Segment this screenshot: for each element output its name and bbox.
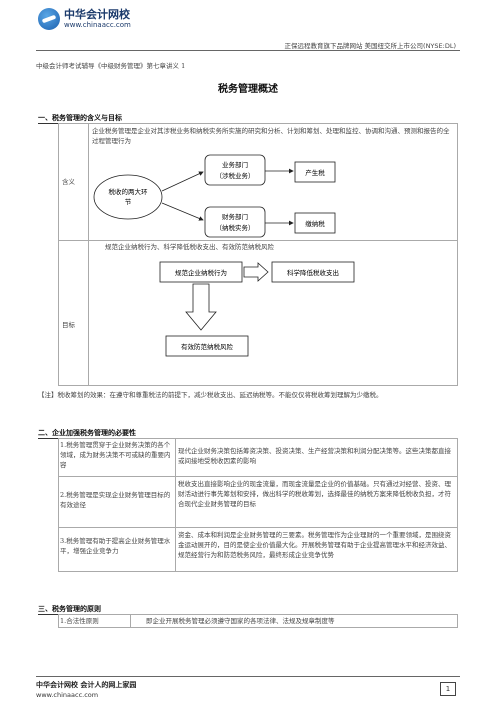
principle-1-text: 即企业开展税务管理必须遵守国家的各项法律、法规及规章制度等 <box>146 617 335 625</box>
page-number: 1 <box>440 682 456 696</box>
section-3-heading: 三、税务管理的原则 <box>38 605 101 613</box>
table-divider <box>58 527 458 528</box>
diagram-arrow <box>161 202 204 221</box>
necessity-1-text: 现代企业财务决策包括筹资决策、投资决策、生产经营决策和利润分配决策等。这些决策都… <box>178 447 451 465</box>
goal-box-reduce <box>271 261 355 283</box>
diagram-business-dept-node <box>204 154 266 186</box>
necessity-2-title: 2.税务管理是实现企业财务管理目标的有效途径 <box>60 491 171 509</box>
table-divider <box>175 438 176 572</box>
table-divider <box>58 476 458 477</box>
footer-url: www.chinaacc.com <box>36 691 99 699</box>
goal-box-reduce-label: 科学降低税收支出 <box>287 268 339 277</box>
footer-brand: 中华会计网校 会计人的网上家园 <box>36 681 137 689</box>
section-1-heading: 一、税务管理的含义与目标 <box>38 114 122 122</box>
necessity-2-text: 税收支出直接影响企业的现金流量，而现金流量是企业的价值基础。只有通过对经营、投资… <box>178 480 451 508</box>
meaning-text: 企业税务管理是企业对其涉税业务和纳税实务所实施的研究和分析、计划和筹划、处理和监… <box>92 127 450 145</box>
necessity-3-title: 3.税务管理有助于提高企业财务管理水平，增强企业竞争力 <box>60 537 171 555</box>
goal-box-regulate-label: 规范企业纳税行为 <box>175 268 227 277</box>
table-divider <box>88 123 89 386</box>
diagram-produce-tax-node <box>294 161 336 183</box>
finance-dept-label: 财务部门 <box>222 212 248 221</box>
goal-arrow-right <box>243 262 269 282</box>
row-label-meaning: 含义 <box>62 178 75 186</box>
row-label-goal: 目标 <box>62 321 75 329</box>
business-dept-sub: （涉税业务） <box>216 171 255 180</box>
necessity-3-text: 资金、成本和利润是企业财务管理的三要素。税务管理作为企业理财的一个重要领域，是围… <box>178 531 451 559</box>
finance-dept-sub: （纳税实务） <box>216 223 255 232</box>
logo-url: www.chinaacc.com <box>64 21 131 29</box>
business-dept-label: 业务部门 <box>222 160 248 169</box>
diagram-arrow <box>161 171 204 192</box>
produce-tax-label: 产生税 <box>305 168 325 177</box>
diagram-root-label: 税收的两大环 <box>109 187 149 196</box>
table-divider <box>130 614 131 628</box>
logo-icon <box>38 8 60 30</box>
section-3-table <box>58 614 458 628</box>
footer-divider <box>36 676 460 677</box>
section-1-table <box>58 123 458 386</box>
page-header: 中华会计网校 www.chinaacc.com 正保远程教育旗下品牌网站 美国纽… <box>0 0 496 56</box>
goal-box-regulate <box>159 261 243 283</box>
goal-arrow-down <box>185 283 217 331</box>
goal-box-prevent <box>165 335 249 357</box>
goal-box-prevent-label: 有效防范纳税风险 <box>181 342 234 351</box>
section-2-heading: 二、企业加强税务管理的必要性 <box>38 429 136 437</box>
principle-1-title: 1.合法性原则 <box>60 617 99 625</box>
necessity-1-title: 1.税务管理贯穿于企业财务决策的各个领域，成为财务决策不可或缺的重要内容 <box>60 441 171 469</box>
diagram-finance-dept-node <box>204 206 266 238</box>
pay-tax-label: 缴纳税 <box>305 219 325 228</box>
goal-text: 规范企业纳税行为、科学降低税收支出、有效防范纳税风险 <box>105 243 274 251</box>
diagram-pay-tax-node <box>294 212 336 234</box>
note-text: 【注】税收筹划的效果：在遵守和尊重税法的前提下，减少税收支出、延迟纳税等。不能仅… <box>38 391 383 399</box>
table-divider <box>58 240 458 241</box>
header-tagline: 正保远程教育旗下品牌网站 美国纽交所上市公司(NYSE:DL) <box>284 42 456 50</box>
page-title: 税务管理概述 <box>218 84 278 95</box>
logo-name: 中华会计网校 <box>64 8 130 21</box>
course-subtitle: 中级会计师考试辅导《中级财务管理》第七章讲义 1 <box>36 62 186 70</box>
diagram-root-node <box>93 174 163 220</box>
section-2-table <box>58 438 458 572</box>
diagram-root-label: 节 <box>125 198 132 206</box>
header-divider <box>36 50 460 51</box>
